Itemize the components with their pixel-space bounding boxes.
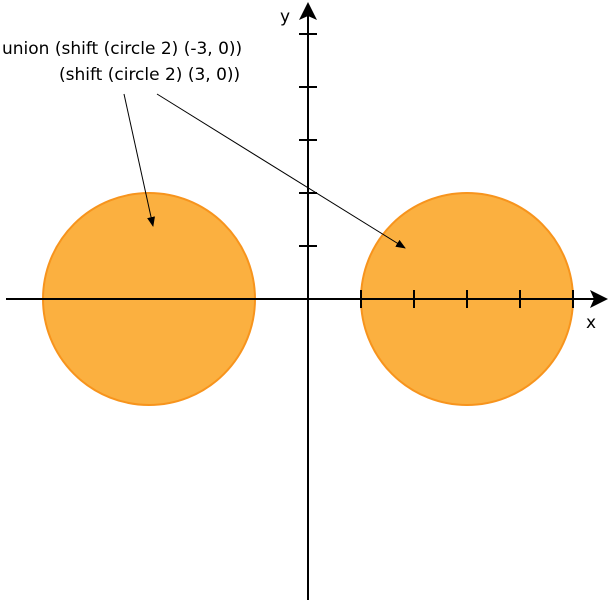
annotation-line-1: union (shift (circle 2) (-3, 0)) [2, 39, 243, 59]
pointer-arrow-right-circle [156, 93, 406, 249]
pointer-arrow-left-circle [123, 93, 155, 227]
annotation-line-2: (shift (circle 2) (3, 0)) [59, 65, 241, 85]
axes-layer [6, 2, 608, 600]
ticks-layer [299, 33, 574, 308]
x-axis-arrowhead [590, 290, 608, 308]
y-axis-arrowhead [299, 2, 317, 20]
y-axis-label: y [280, 7, 291, 27]
pointers-layer [123, 93, 406, 249]
x-axis-label: x [586, 313, 597, 333]
